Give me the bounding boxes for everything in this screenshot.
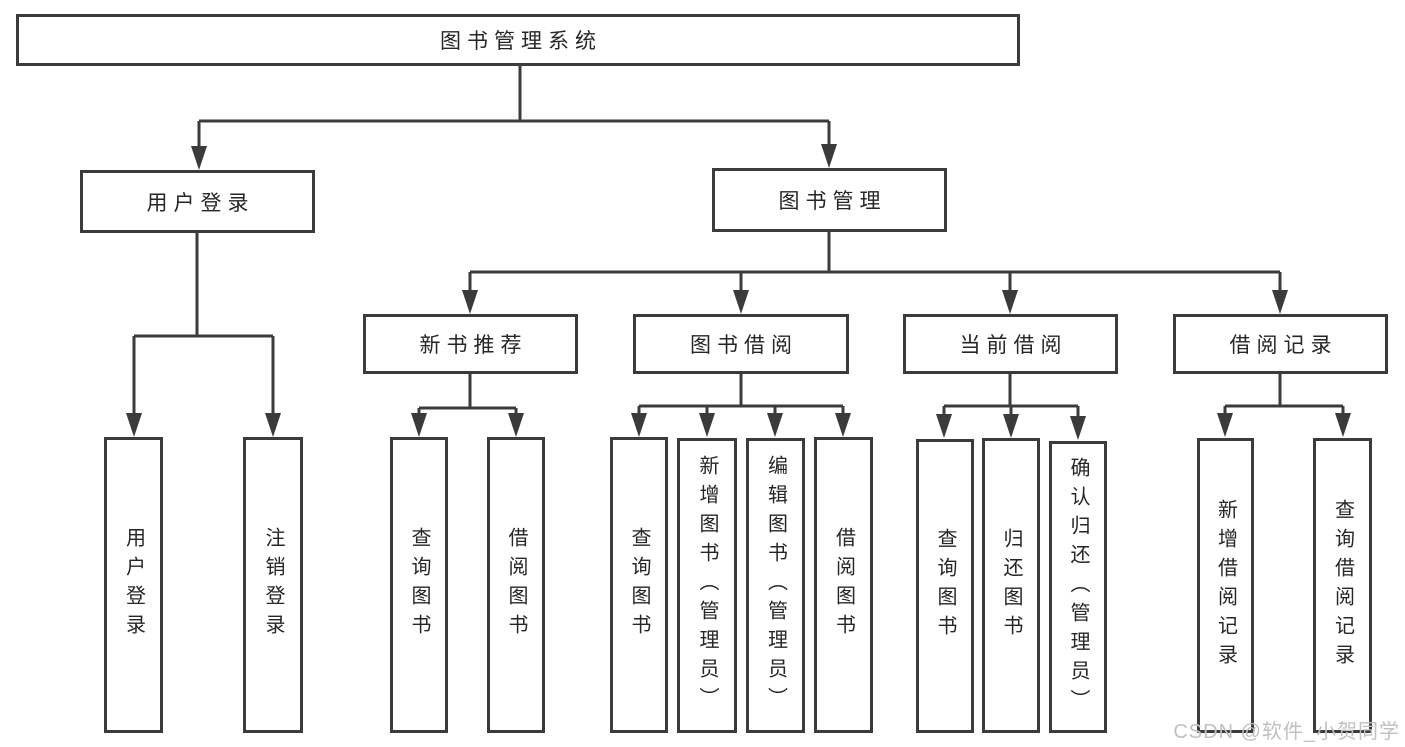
node-current-borrowing: 当前借阅 (903, 314, 1118, 374)
node-label: 图书管理系统 (440, 30, 602, 53)
node-leaf-return-books: 归还图书 (982, 438, 1040, 733)
arrowhead (265, 413, 281, 437)
arrowhead (411, 413, 427, 437)
node-label: 借阅图书 (505, 527, 527, 643)
node-new-book-recommendation: 新书推荐 (363, 314, 578, 374)
node-leaf-add-books-admin: 新增图书（管理员） (677, 438, 737, 733)
node-label: 确认归还（管理员） (1067, 456, 1089, 718)
arrowhead (126, 413, 142, 437)
arrowhead (462, 290, 478, 314)
node-label: 归还图书 (1000, 527, 1022, 644)
node-label: 新书推荐 (419, 334, 528, 357)
node-leaf-query-borrow-record: 查询借阅记录 (1313, 438, 1372, 733)
arrowhead (191, 146, 207, 170)
node-label: 图书管理 (778, 190, 887, 213)
node-leaf-add-borrow-record: 新增借阅记录 (1197, 438, 1254, 733)
arrowhead (1070, 416, 1086, 440)
node-book-management: 图书管理 (712, 168, 947, 232)
arrowhead (508, 413, 524, 437)
node-leaf-user-login: 用户登录 (104, 437, 163, 733)
connector-bookborrow-to-leaves (637, 374, 845, 422)
arrowhead (1002, 290, 1018, 314)
arrowhead (835, 413, 851, 437)
connector-borrowrecord-to-leaves (1223, 374, 1345, 422)
node-label: 查询图书 (934, 528, 956, 644)
node-leaf-logout: 注销登录 (243, 437, 303, 733)
arrowhead (767, 413, 783, 437)
node-leaf-edit-books-admin: 编辑图书（管理员） (746, 438, 805, 733)
node-label: 注销登录 (262, 527, 284, 643)
node-label: 查询借阅记录 (1331, 498, 1354, 673)
connector-newbookrec-to-leaves (417, 374, 518, 422)
node-book-borrowing: 图书借阅 (633, 314, 849, 374)
arrowhead (699, 413, 715, 437)
arrowhead (1217, 413, 1233, 437)
node-label: 借阅记录 (1229, 334, 1338, 357)
node-label: 图书借阅 (690, 334, 798, 357)
node-label: 借阅图书 (832, 527, 855, 643)
node-leaf-query-books: 查询图书 (390, 437, 448, 733)
node-leaf-borrow-books: 借阅图书 (487, 437, 545, 733)
node-label: 编辑图书（管理员） (764, 455, 787, 716)
arrowhead (821, 144, 837, 168)
connector-root-to-level2 (197, 66, 831, 152)
node-leaf-borrow-books: 借阅图书 (814, 437, 873, 733)
node-user-login: 用户登录 (80, 170, 315, 233)
arrowhead (1335, 413, 1351, 437)
node-label: 用户登录 (122, 527, 145, 643)
arrowhead (1003, 414, 1019, 438)
node-leaf-confirm-return-admin: 确认归还（管理员） (1049, 441, 1107, 733)
node-label: 新增图书（管理员） (696, 455, 718, 716)
arrowhead (1272, 290, 1288, 314)
arrowhead (631, 413, 647, 437)
arrowhead (936, 414, 952, 438)
node-label: 当前借阅 (959, 334, 1068, 357)
node-label: 新增借阅记录 (1214, 498, 1237, 673)
connector-bookmgmt-to-level3 (468, 232, 1282, 297)
connector-userlogin-to-leaves (132, 233, 275, 420)
csdn-watermark: CSDN @软件_小贺同学 (1173, 721, 1400, 743)
node-borrowing-records: 借阅记录 (1173, 314, 1388, 374)
arrowhead (733, 290, 749, 314)
node-label: 查询图书 (408, 527, 430, 643)
node-library-management-system: 图书管理系统 (16, 14, 1020, 66)
node-leaf-query-books: 查询图书 (916, 439, 974, 733)
node-label: 查询图书 (628, 527, 650, 643)
node-label: 用户登录 (146, 191, 255, 215)
node-leaf-query-books: 查询图书 (610, 437, 668, 733)
